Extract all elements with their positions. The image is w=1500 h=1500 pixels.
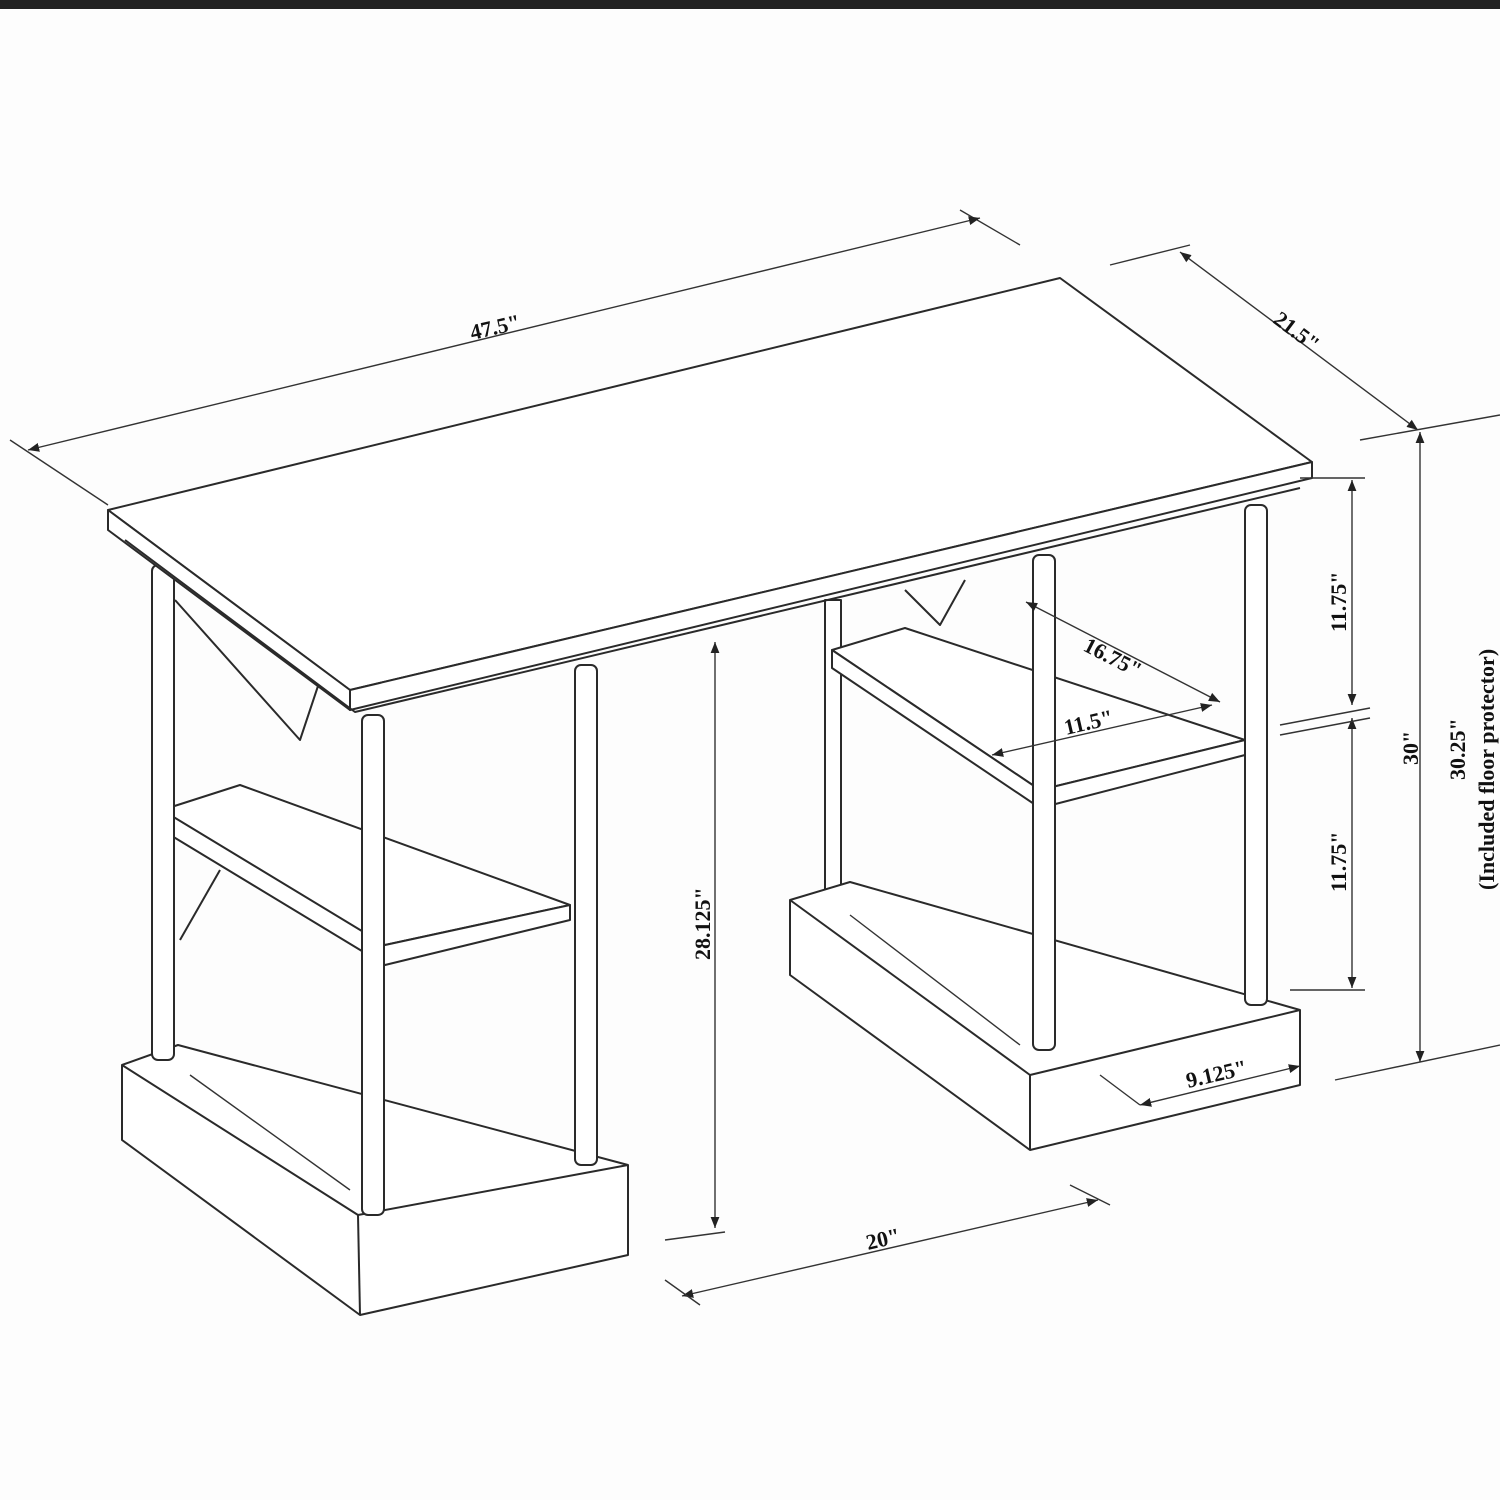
width-label: 47.5" [468, 309, 523, 345]
depth-label: 21.5" [1269, 306, 1325, 356]
posts [151, 504, 1268, 1216]
dimension-lines [9, 209, 1500, 1306]
desk-top [107, 277, 1313, 713]
knee-height-label: 28.125" [690, 887, 715, 960]
top-bar [0, 0, 1500, 9]
height-protector-label: 30.25" [1445, 718, 1470, 780]
lower-gap-label: 11.75" [1326, 832, 1351, 893]
knee-width-label: 20" [864, 1223, 903, 1255]
upper-gap-label: 11.75" [1326, 572, 1351, 633]
height-protector-note: (Included floor protector) [1474, 649, 1499, 890]
height-label: 30" [1398, 731, 1423, 765]
shelf-depth-label: 16.75" [1080, 632, 1146, 682]
